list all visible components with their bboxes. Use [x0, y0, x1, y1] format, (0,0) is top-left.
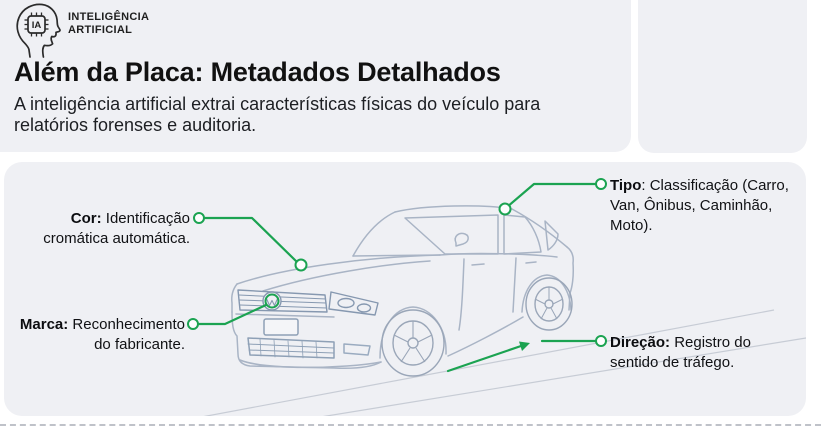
brand-line2: ARTIFICIAL — [68, 24, 133, 36]
car-grille-headlight — [237, 289, 379, 316]
brand-line1: INTELIGÊNCIA — [68, 11, 150, 23]
cor-marker-dot — [193, 212, 205, 224]
cor-target-dot — [294, 258, 308, 272]
tipo-connector-line — [505, 182, 598, 209]
car-wheels — [381, 277, 573, 377]
road-lines — [203, 309, 806, 416]
cor-connector-line — [202, 216, 299, 264]
page-subtitle: A inteligência artificial extrai caracte… — [14, 94, 540, 136]
callout-tipo-text: : Classificação (Carro, Van, Ônibus, Cam… — [610, 177, 789, 234]
brand-wordmark: INTELIGÊNCIA ARTIFICIAL — [68, 11, 149, 37]
callout-cor-text: Identificação cromática automática. — [43, 210, 190, 247]
callout-marca-text: Reconhecimento do fabricante. — [68, 316, 185, 353]
callout-cor: Cor: Identificação cromática automática. — [12, 209, 190, 249]
callout-connectors — [196, 182, 598, 373]
tipo-target-dot — [498, 202, 512, 216]
vehicle-diagram — [187, 178, 806, 416]
direction-arrow-shaft — [446, 344, 523, 373]
callout-direcao: Direção: Registro do sentido de tráfego. — [610, 333, 780, 373]
callout-markers — [187, 178, 607, 347]
direction-arrowhead-icon — [519, 341, 530, 351]
ai-head-chip-icon: IA — [16, 3, 61, 58]
callout-marca-label: Marca: — [19, 316, 69, 333]
callout-direcao-label: Direção: — [610, 334, 671, 351]
subtitle-line2: relatórios forenses e auditoria. — [14, 115, 257, 135]
direcao-marker-dot — [595, 335, 607, 347]
diagram-card — [4, 162, 806, 416]
car-body-outline — [231, 205, 574, 369]
chip-label: IA — [32, 20, 42, 31]
marca-marker-dot — [187, 318, 199, 330]
top-right-card — [638, 0, 807, 153]
bottom-divider — [0, 424, 821, 426]
callout-cor-label: Cor: — [70, 210, 102, 227]
callout-marca: Marca: Reconhecimento do fabricante. — [5, 315, 185, 355]
page-title: Além da Placa: Metadados Detalhados — [14, 57, 501, 87]
tipo-marker-dot — [595, 178, 607, 190]
subtitle-line1: A inteligência artificial extrai caracte… — [14, 94, 541, 114]
callout-tipo: Tipo: Classificação (Carro, Van, Ônibus,… — [610, 176, 810, 236]
marca-connector-line — [196, 303, 268, 326]
title-card — [0, 0, 631, 152]
callout-direcao-text: Registro do sentido de tráfego. — [610, 334, 751, 371]
marca-target-dot — [264, 293, 280, 309]
callout-tipo-label: Tipo — [610, 177, 642, 194]
